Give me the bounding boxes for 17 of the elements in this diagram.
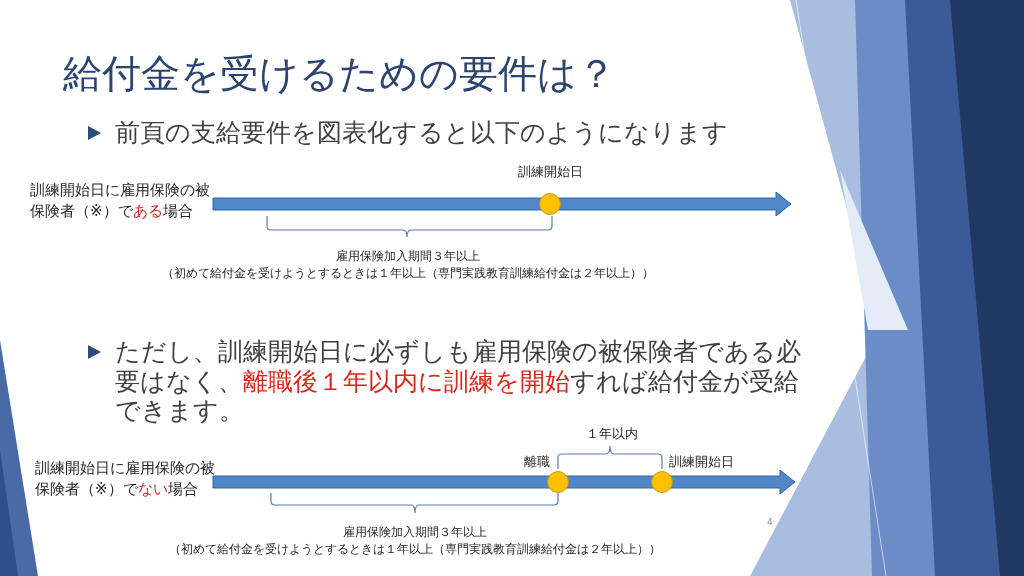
period-label: 雇用保険加入期間３年以上 [343, 524, 487, 540]
milestone-dot [539, 193, 561, 215]
page-number: 4 [767, 516, 773, 528]
bullet-text: 前頁の支給要件を図表化すると以下のようになります [115, 118, 728, 148]
case-label: 訓練開始日に雇用保険の被保険者（※）である場合 [30, 180, 211, 222]
case-label: 訓練開始日に雇用保険の被保険者（※）でない場合 [35, 458, 216, 500]
milestone-label: 訓練開始日 [517, 164, 583, 180]
slide-title: 給付金を受けるための要件は？ [63, 50, 616, 98]
interval-label: １年以内 [586, 426, 638, 442]
milestone-dot [547, 471, 569, 493]
milestone-label: 離職 [524, 454, 550, 470]
period-label: 雇用保険加入期間３年以上 [336, 248, 480, 264]
milestone-dot [651, 471, 673, 493]
period-note: （初めて給付金を受けようとするときは１年以上（専門実践教育訓練給付金は２年以上）） [169, 541, 661, 557]
milestone-label: 訓練開始日 [668, 454, 734, 470]
bullet-text: ただし、訓練開始日に必ずしも雇用保険の被保険者である必要はなく、離職後１年以内に訓練を開始すれば給付金が受給できます。 [115, 337, 802, 426]
period-note: （初めて給付金を受けようとするときは１年以上（専門実践教育訓練給付金は２年以上）） [162, 265, 654, 281]
